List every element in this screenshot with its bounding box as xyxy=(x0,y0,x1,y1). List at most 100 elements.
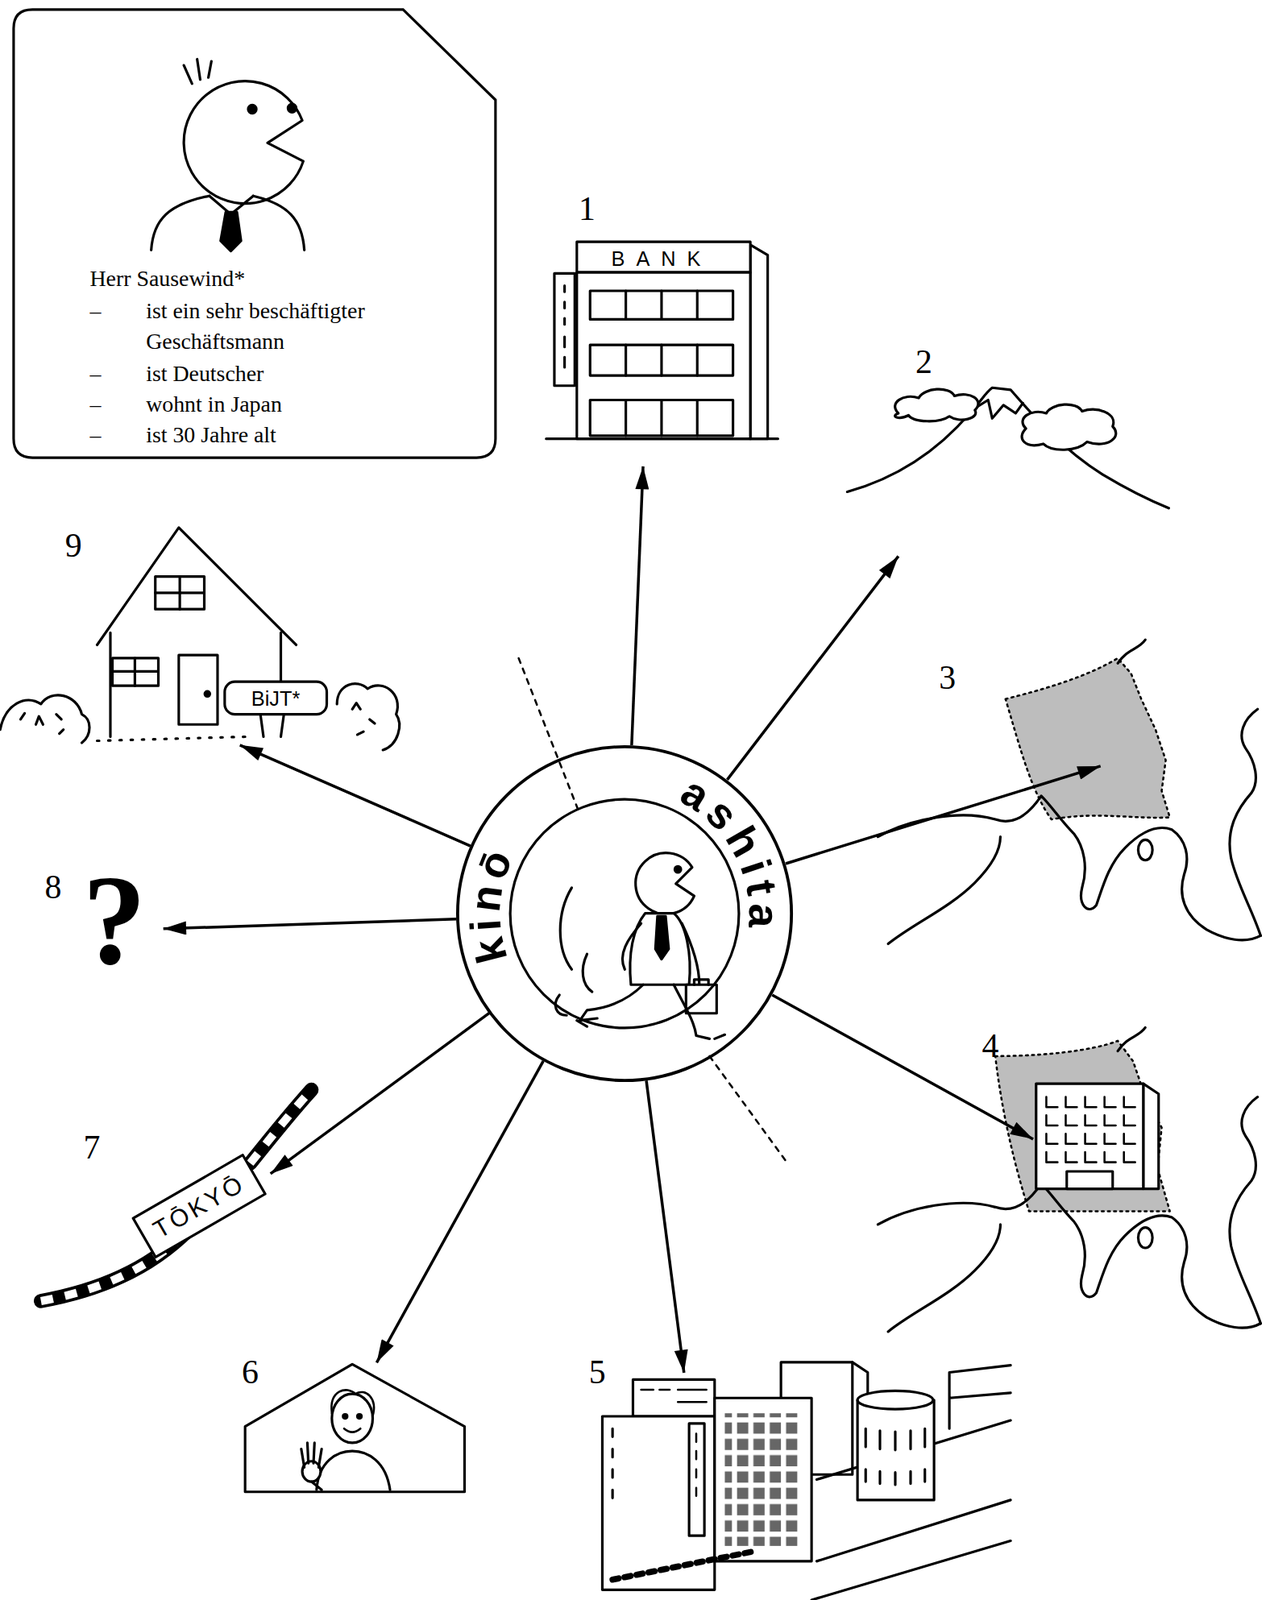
home-picture: 9BiJT* xyxy=(0,525,399,745)
bank-building xyxy=(750,244,768,440)
picture-number: 2 xyxy=(915,345,933,380)
businessman-portrait xyxy=(151,195,210,250)
ring-inner xyxy=(510,799,739,1029)
department-store-street xyxy=(811,1420,1011,1600)
railway-line xyxy=(249,1090,312,1164)
station-sign-text: TŌKYŌ xyxy=(149,1170,250,1243)
department-store-street xyxy=(612,1551,756,1580)
home-house xyxy=(204,691,210,697)
arrow-connector xyxy=(240,745,471,847)
mountain-fuji xyxy=(846,387,1169,508)
department-store-street xyxy=(611,1428,615,1499)
department-store-street xyxy=(714,1398,812,1562)
home-house xyxy=(155,576,205,611)
arrow-connector xyxy=(163,919,457,930)
railway-line xyxy=(132,1155,266,1258)
businessman-portrait xyxy=(183,81,303,204)
bank-picture: 1BANK xyxy=(551,240,771,467)
region-picture: 3 xyxy=(1100,643,1173,827)
city-map xyxy=(877,1027,1261,1332)
bank-building xyxy=(626,400,698,436)
arrow-connector xyxy=(726,556,898,780)
walking-businessman xyxy=(681,923,700,985)
time-word: kinō xyxy=(460,838,523,969)
bank-building xyxy=(554,273,575,386)
walking-businessman xyxy=(655,916,669,959)
home-house xyxy=(0,527,399,751)
time-divider xyxy=(518,658,581,815)
bullet-dash: – xyxy=(89,389,131,420)
office-building xyxy=(1036,1083,1159,1189)
home-house xyxy=(0,695,90,743)
bank-building xyxy=(576,272,751,439)
office-building xyxy=(1066,1171,1113,1190)
arrow-connector xyxy=(785,766,1101,864)
picture-number: 4 xyxy=(981,1029,999,1064)
home-house xyxy=(352,703,375,735)
bank-building xyxy=(563,286,566,368)
walking-businessman xyxy=(576,1020,726,1040)
businessman-portrait xyxy=(183,58,212,84)
home-house xyxy=(224,681,328,715)
walking-businessman xyxy=(555,853,725,1040)
friend-picture: 6 xyxy=(244,1362,465,1493)
bullet-dash: – xyxy=(89,419,131,451)
mountain-picture: 2 xyxy=(857,377,1164,557)
department-store-street xyxy=(601,1362,1011,1600)
businessman-portrait xyxy=(248,104,257,113)
house-sign-text: BiJT* xyxy=(251,688,301,710)
home-house xyxy=(178,655,218,725)
friend-house xyxy=(332,1394,374,1444)
picture-number: 8 xyxy=(44,871,62,905)
department-store-street xyxy=(724,1413,802,1547)
home-house xyxy=(97,736,246,741)
walking-businessman xyxy=(674,866,681,873)
picture-number: 9 xyxy=(65,529,83,564)
arrow-connector xyxy=(646,1080,685,1374)
person-name: Herr Sausewind* xyxy=(89,263,488,295)
bank-building xyxy=(576,241,751,273)
station-picture: 7TŌKYŌ xyxy=(132,1138,271,1262)
bank-building xyxy=(589,400,733,436)
bank-building xyxy=(589,344,733,376)
time-divider xyxy=(709,1056,786,1162)
home-house xyxy=(260,714,284,738)
time-ring: kinō ashita xyxy=(456,745,793,1083)
department-store-street xyxy=(865,1428,925,1486)
home-house xyxy=(20,713,64,734)
picture-number: 1 xyxy=(578,192,596,227)
time-word: ashita xyxy=(672,767,789,935)
city-map xyxy=(877,1027,1261,1332)
bullet-dash: – xyxy=(89,358,131,390)
office-building xyxy=(1045,1097,1135,1163)
railway-line xyxy=(132,1155,266,1258)
bank-building xyxy=(626,290,698,320)
walking-businessman xyxy=(693,979,709,985)
office-building xyxy=(1036,1083,1144,1189)
friend-house xyxy=(344,1428,361,1432)
department-store-street xyxy=(949,1365,1011,1430)
picture-number: 6 xyxy=(241,1356,259,1391)
time-ring: kinō ashita xyxy=(456,745,793,1083)
railway-line xyxy=(41,1090,312,1302)
home-house xyxy=(336,684,399,751)
region-map xyxy=(877,639,1261,944)
mountain-fuji xyxy=(1021,404,1117,450)
bullet-dash: – xyxy=(89,295,131,327)
friend-house xyxy=(331,1390,374,1417)
region-map xyxy=(877,639,1261,944)
businessman-portrait xyxy=(151,58,305,251)
walking-businessman xyxy=(622,923,641,970)
friend-house xyxy=(343,1414,348,1419)
businessman-portrait xyxy=(253,195,304,250)
store-picture: 5 xyxy=(612,1373,1011,1600)
businessman-portrait xyxy=(287,103,296,113)
railway-line xyxy=(249,1090,312,1164)
department-store-street xyxy=(688,1423,705,1536)
picture-number: 7 xyxy=(83,1131,101,1166)
picture-number: 3 xyxy=(938,662,956,697)
home-house xyxy=(112,658,159,686)
profile-fact: ist Deutscher xyxy=(145,358,473,390)
arrow-connector xyxy=(771,995,1034,1140)
